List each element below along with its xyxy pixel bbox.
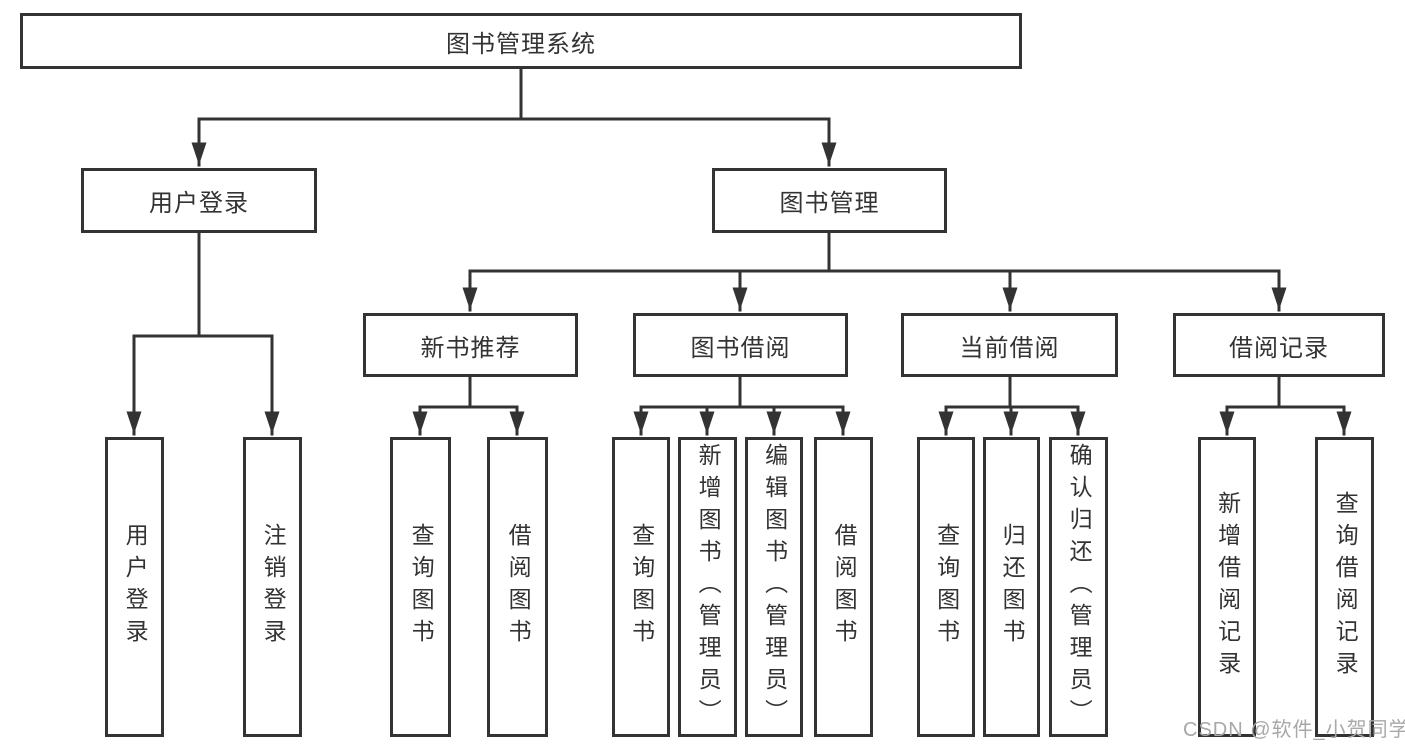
leaf-edit-book-admin-label: 编辑图书（管理员）	[761, 443, 788, 731]
leaf-user-login: 用户登录	[105, 437, 164, 737]
leaf-borrow-books-borrowing: 借阅图书	[814, 437, 873, 737]
leaf-user-login-label: 用户登录	[122, 523, 149, 651]
leaf-add-book-admin-label: 新增图书（管理员）	[695, 443, 722, 731]
leaf-add-borrow-record-label: 新增借阅记录	[1214, 491, 1241, 683]
leaf-borrow-books-recommend: 借阅图书	[487, 437, 548, 737]
leaf-confirm-return-admin-label: 确认归还（管理员）	[1066, 443, 1093, 731]
node-borrow-records-label: 借阅记录	[1229, 334, 1329, 362]
node-current-borrowing-label: 当前借阅	[959, 334, 1060, 362]
leaf-query-books-current: 查询图书	[917, 437, 975, 737]
leaf-add-book-admin: 新增图书（管理员）	[678, 437, 737, 737]
node-user-login-group: 用户登录	[81, 168, 317, 233]
leaf-query-borrow-record: 查询借阅记录	[1315, 437, 1374, 737]
leaf-query-books-borrowing-label: 查询图书	[628, 523, 655, 651]
node-book-management-group-label: 图书管理	[779, 190, 880, 217]
node-book-borrowing-label: 图书借阅	[690, 334, 791, 362]
leaf-logout: 注销登录	[243, 437, 302, 737]
leaf-return-books-label: 归还图书	[999, 523, 1026, 651]
node-new-book-recommend-label: 新书推荐	[420, 334, 521, 362]
leaf-borrow-books-borrowing-label: 借阅图书	[831, 523, 858, 651]
leaf-query-books-recommend: 查询图书	[390, 437, 451, 737]
node-book-management-group: 图书管理	[712, 168, 947, 233]
node-user-login-group-label: 用户登录	[149, 190, 249, 217]
node-book-borrowing: 图书借阅	[633, 313, 848, 377]
leaf-query-books-borrowing: 查询图书	[612, 437, 670, 737]
node-borrow-records: 借阅记录	[1173, 313, 1385, 377]
node-root: 图书管理系统	[20, 13, 1022, 69]
node-new-book-recommend: 新书推荐	[363, 313, 578, 377]
node-root-label: 图书管理系统	[446, 30, 596, 58]
leaf-query-books-recommend-label: 查询图书	[408, 523, 435, 651]
leaf-logout-label: 注销登录	[260, 523, 287, 651]
leaf-borrow-books-recommend-label: 借阅图书	[505, 523, 532, 651]
leaf-query-books-current-label: 查询图书	[933, 523, 960, 651]
leaf-confirm-return-admin: 确认归还（管理员）	[1049, 437, 1108, 737]
leaf-return-books: 归还图书	[983, 437, 1040, 737]
leaf-query-borrow-record-label: 查询借阅记录	[1332, 491, 1359, 683]
leaf-add-borrow-record: 新增借阅记录	[1198, 437, 1256, 737]
node-current-borrowing: 当前借阅	[901, 313, 1118, 377]
leaf-edit-book-admin: 编辑图书（管理员）	[745, 437, 803, 737]
watermark: CSDN @软件_小贺同学	[1183, 719, 1405, 741]
